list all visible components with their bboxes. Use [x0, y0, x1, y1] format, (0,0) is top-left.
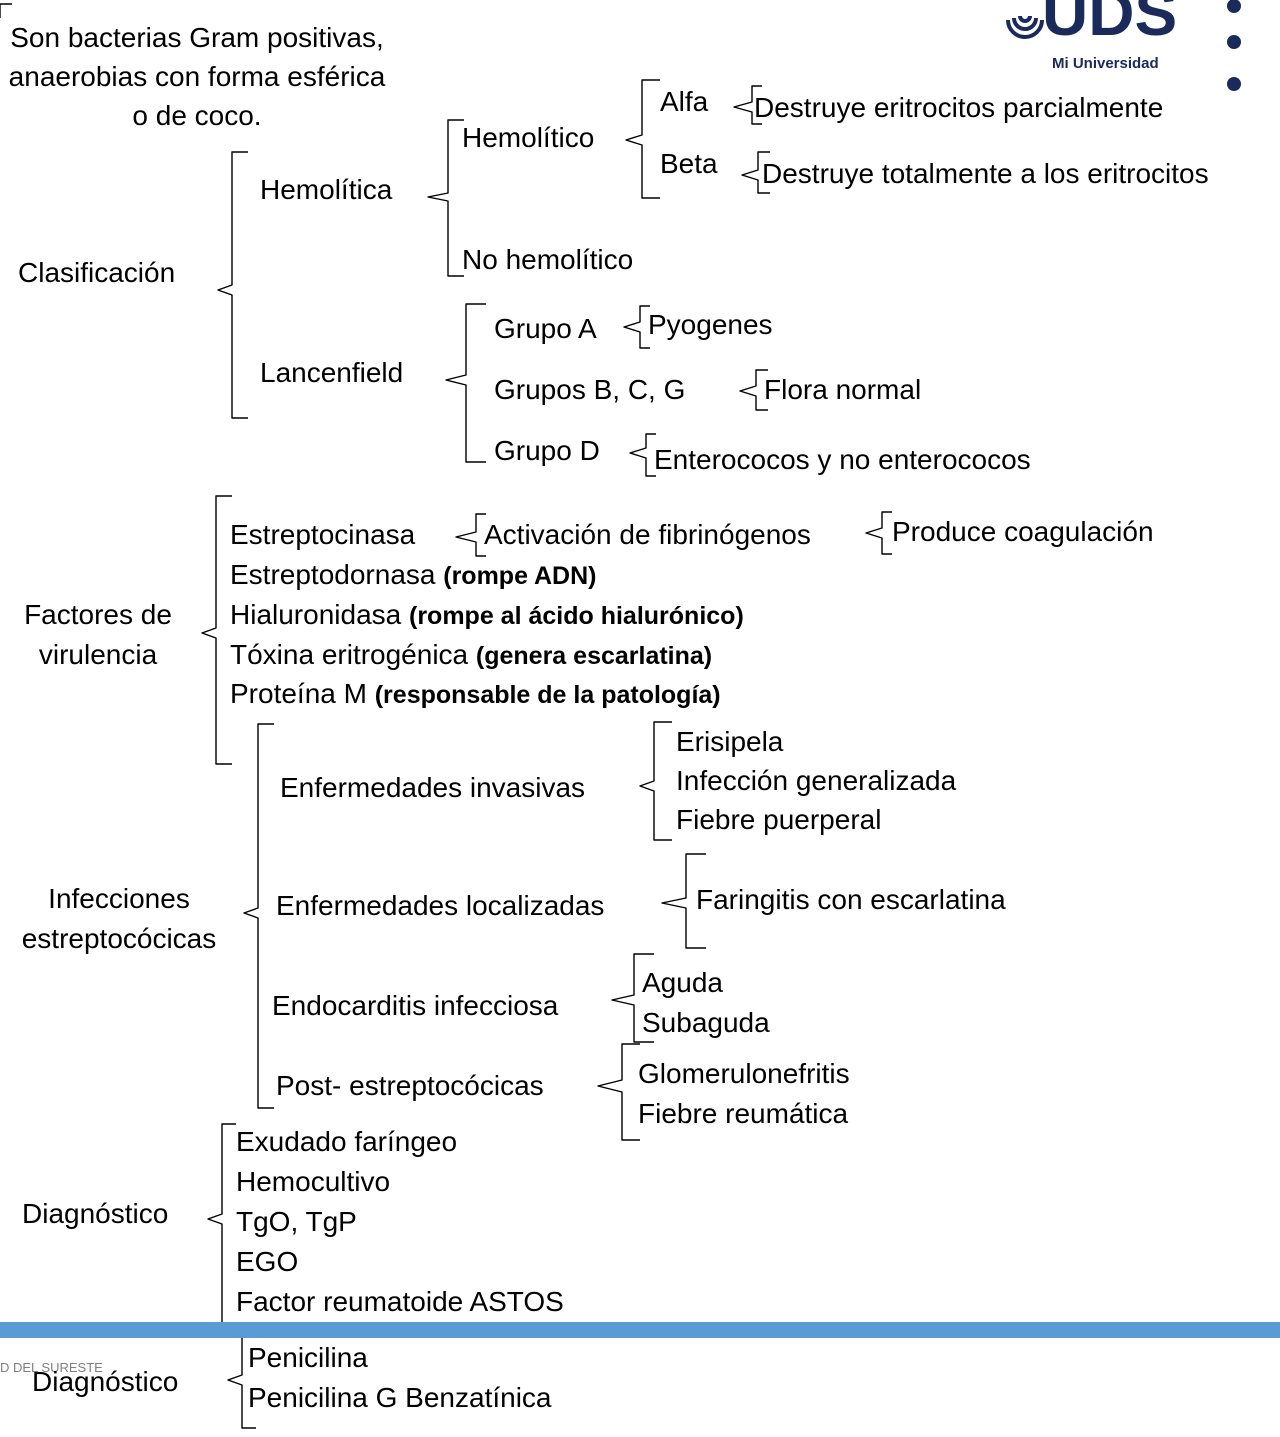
beta-desc: Destruye totalmente a los eritrocitos	[762, 158, 1209, 189]
bracket-post	[597, 1043, 640, 1141]
endocarditis-label: Endocarditis infecciosa	[272, 990, 559, 1021]
bracket-estreptocinasa	[455, 513, 486, 557]
toxina-row: Tóxina eritrogénica (genera escarlatina)	[230, 638, 712, 673]
bracket-diagnostico	[207, 1123, 236, 1329]
infecciones-label-line2: estreptocócicas	[21, 923, 217, 954]
alfa-desc: Destruye eritrocitos parcialmente	[754, 92, 1164, 123]
hemolitica-label: Hemolítica	[260, 174, 393, 205]
estreptocinasa-label: Estreptocinasa	[230, 519, 416, 550]
bracket-grupos-bcg	[739, 369, 768, 411]
infecciones-label: Infecciones estreptocócicas	[0, 879, 238, 959]
bracket-hemolitica	[427, 119, 464, 277]
logo-subtitle: Mi Universidad	[1052, 55, 1159, 72]
virulencia-label-line2: virulencia	[38, 639, 158, 670]
bracket-virulencia	[201, 495, 232, 765]
estreptodornasa-row: Estreptodornasa (rompe ADN)	[230, 558, 597, 593]
bracket-localizadas	[661, 853, 706, 949]
beta-label: Beta	[660, 148, 718, 179]
grupo-a-label: Grupo A	[494, 313, 597, 344]
toxina-note: (genera escarlatina)	[475, 642, 713, 670]
grupos-bcg-desc: Flora normal	[764, 374, 922, 405]
lancenfield-label: Lancenfield	[260, 357, 404, 388]
bracket-activacion	[865, 511, 892, 555]
proteina-note: (responsable de la patología)	[374, 681, 721, 709]
intro-text: Son bacterias Gram positivas, anaerobias…	[8, 22, 386, 131]
logo-dots-icon	[1227, 0, 1241, 91]
grupo-a-desc: Pyogenes	[648, 309, 773, 340]
logo-wordmark: UDS	[1042, 0, 1178, 49]
tratamiento-label: Diagnóstico	[32, 1366, 179, 1397]
diagnostico-item-1: Exudado faríngeo	[236, 1126, 458, 1157]
infecciones-label-line1: Infecciones	[48, 883, 190, 914]
post-item-2: Fiebre reumática	[638, 1098, 849, 1129]
tratamiento-item-2: Penicilina G Benzatínica	[248, 1382, 552, 1413]
clasificacion-label: Clasificación	[18, 257, 176, 288]
bracket-endocarditis	[611, 953, 654, 1043]
localizadas-label: Enfermedades localizadas	[276, 890, 605, 921]
proteina-label: Proteína M	[230, 678, 367, 709]
virulencia-label: Factores de virulencia	[0, 595, 196, 675]
post-item-1: Glomerulonefritis	[638, 1058, 850, 1089]
tratamiento-item-1: Penicilina	[248, 1342, 368, 1373]
localizadas-item: Faringitis con escarlatina	[696, 884, 1006, 915]
proteina-row: Proteína M (responsable de la patología)	[230, 677, 721, 712]
coagulacion-label: Produce coagulación	[892, 516, 1154, 547]
bracket-alfa	[733, 85, 762, 125]
logo-swirl-icon	[1006, 15, 1044, 39]
bracket-infecciones	[243, 723, 274, 1109]
post-label: Post- estreptocócicas	[276, 1070, 544, 1101]
footer-text: D DEL SURESTE	[0, 1360, 103, 1375]
estreptodornasa-label: Estreptodornasa	[230, 559, 436, 590]
virulencia-label-line1: Factores de	[24, 599, 172, 630]
toxina-label: Tóxina eritrogénica	[230, 639, 469, 670]
grupos-bcg-label: Grupos B, C, G	[494, 374, 686, 405]
diagnostico-item-5: Factor reumatoide ASTOS	[236, 1286, 564, 1317]
alfa-label: Alfa	[660, 86, 709, 117]
hialuronidasa-label: Hialuronidasa	[230, 599, 402, 630]
bracket-top-fragment	[0, 3, 12, 18]
invasivas-label: Enfermedades invasivas	[280, 772, 586, 803]
invasivas-item-3: Fiebre puerperal	[676, 804, 882, 835]
estreptodornasa-note: (rompe ADN)	[443, 562, 597, 590]
hemolitico-label: Hemolítico	[462, 122, 595, 153]
bracket-beta	[741, 151, 770, 194]
activacion-label: Activación de fibrinógenos	[484, 519, 811, 550]
footer-bar	[0, 1322, 1280, 1338]
bracket-grupo-d	[629, 433, 656, 477]
hialuronidasa-row: Hialuronidasa (rompe al ácido hialurónic…	[230, 598, 744, 633]
bracket-clasificacion	[217, 151, 248, 419]
diagnostico-item-2: Hemocultivo	[236, 1166, 391, 1197]
endocarditis-item-1: Aguda	[642, 967, 723, 998]
hialuronidasa-note: (rompe al ácido hialurónico)	[409, 602, 744, 630]
grupo-d-label: Grupo D	[494, 435, 600, 466]
bracket-hemolitico	[625, 79, 660, 199]
grupo-d-desc: Enterococos y no enterococos	[654, 444, 1031, 475]
bracket-invasivas	[639, 721, 672, 841]
diagnostico-item-3: TgO, TgP	[236, 1206, 357, 1237]
bracket-grupo-a	[623, 305, 650, 349]
diagnostico-label: Diagnóstico	[22, 1198, 169, 1229]
no-hemolitico-label: No hemolítico	[462, 244, 634, 275]
endocarditis-item-2: Subaguda	[642, 1007, 770, 1038]
invasivas-item-2: Infección generalizada	[676, 765, 957, 796]
invasivas-item-1: Erisipela	[676, 726, 784, 757]
bracket-lancenfield	[445, 303, 486, 463]
diagnostico-item-4: EGO	[236, 1246, 299, 1277]
